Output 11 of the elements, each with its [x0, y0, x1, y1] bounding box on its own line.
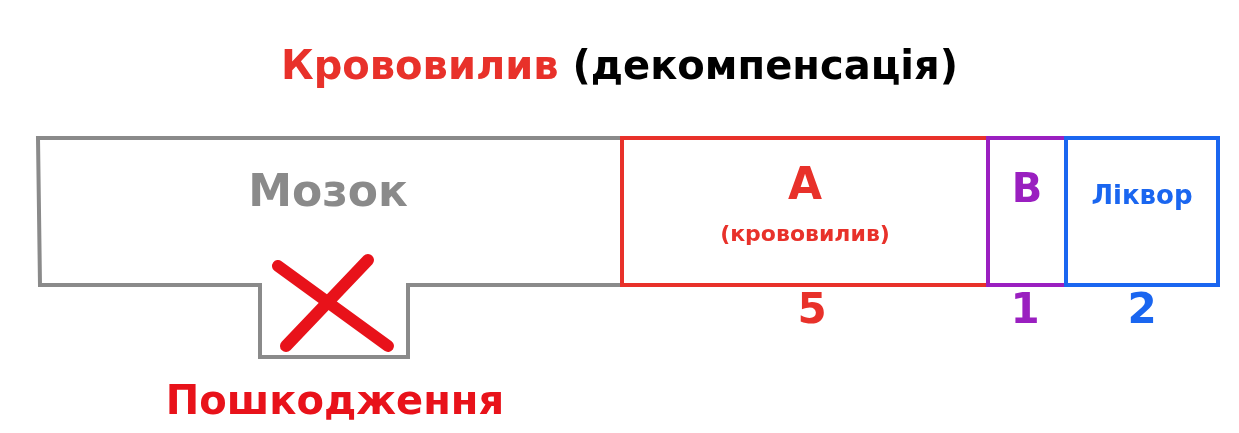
region-label: B — [1011, 165, 1043, 211]
region-label: Мозок — [248, 164, 408, 216]
diagram-title: Крововилив (декомпенсація) — [280, 42, 959, 88]
region-label: A — [787, 157, 823, 209]
region-label: Ліквор — [1091, 180, 1193, 210]
region-sublabel: (крововилив) — [720, 220, 890, 246]
damage-label: Пошкодження — [165, 377, 505, 423]
volume-value: 1 — [1010, 283, 1040, 333]
volume-value: 2 — [1127, 283, 1157, 333]
brain-region — [38, 138, 622, 357]
volume-value: 5 — [797, 283, 827, 333]
